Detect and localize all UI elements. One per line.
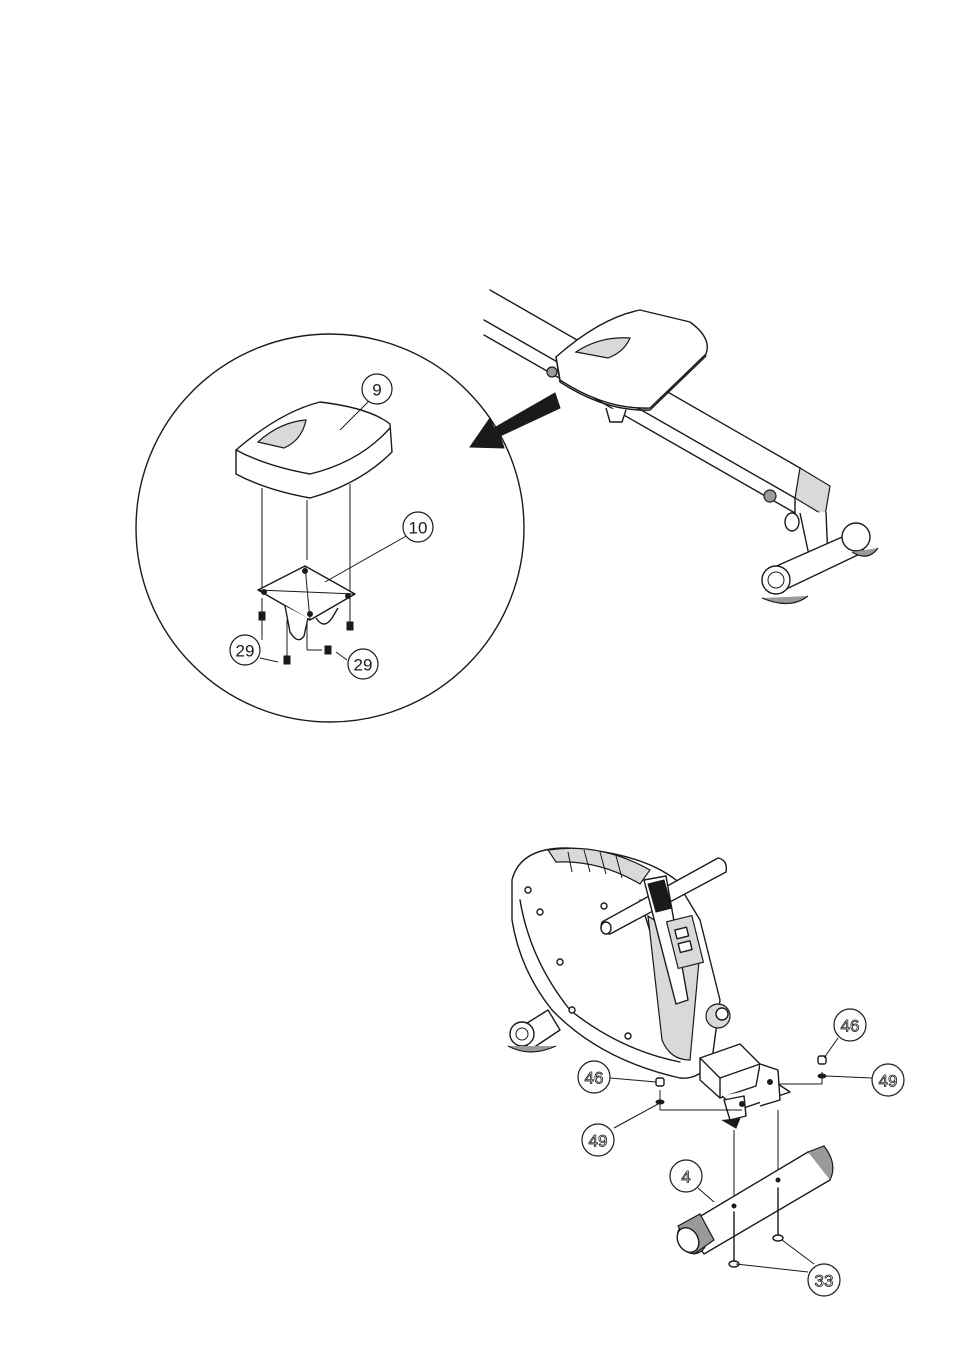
leader-33-b bbox=[782, 1240, 814, 1264]
seat-assembly-figure: 9 10 29 29 bbox=[136, 290, 878, 722]
svg-text:29: 29 bbox=[236, 642, 255, 661]
callout-33: 33 bbox=[808, 1264, 840, 1296]
leader-46-left bbox=[610, 1078, 656, 1082]
callout-49-left: 49 bbox=[582, 1124, 614, 1156]
svg-text:10: 10 bbox=[409, 519, 428, 538]
callout-46-left: 46 bbox=[578, 1061, 610, 1093]
callout-46-right: 46 bbox=[834, 1009, 866, 1041]
svg-text:49: 49 bbox=[879, 1072, 898, 1091]
leader-46-right bbox=[824, 1038, 838, 1058]
callout-29-right: 29 bbox=[348, 649, 378, 679]
callout-10: 10 bbox=[403, 512, 433, 542]
svg-text:29: 29 bbox=[354, 656, 373, 675]
seat-on-rail bbox=[556, 310, 707, 422]
leader-29-left bbox=[260, 658, 278, 662]
leader-10 bbox=[325, 535, 408, 582]
rear-foot bbox=[508, 1010, 560, 1052]
svg-text:9: 9 bbox=[372, 381, 381, 400]
svg-text:46: 46 bbox=[585, 1069, 604, 1088]
callout-49-right: 49 bbox=[872, 1064, 904, 1096]
detail-zoom-circle bbox=[136, 334, 524, 722]
direction-arrow bbox=[470, 393, 560, 448]
leader-29-right bbox=[336, 652, 347, 660]
front-stabilizer-figure: 46 49 46 49 4 33 bbox=[508, 848, 904, 1296]
leader-33-a bbox=[736, 1264, 808, 1272]
leader-4 bbox=[698, 1188, 714, 1202]
svg-text:33: 33 bbox=[815, 1272, 834, 1291]
svg-text:4: 4 bbox=[681, 1168, 690, 1187]
svg-text:49: 49 bbox=[589, 1132, 608, 1151]
callout-9: 9 bbox=[362, 374, 392, 404]
front-mount-bracket bbox=[700, 1044, 790, 1128]
leader-49-right bbox=[826, 1076, 872, 1078]
callout-29-left: 29 bbox=[230, 635, 260, 665]
leader-49-left bbox=[614, 1104, 658, 1128]
callout-4: 4 bbox=[670, 1160, 702, 1192]
svg-text:46: 46 bbox=[841, 1017, 860, 1036]
seat-pad-detail bbox=[236, 402, 392, 498]
